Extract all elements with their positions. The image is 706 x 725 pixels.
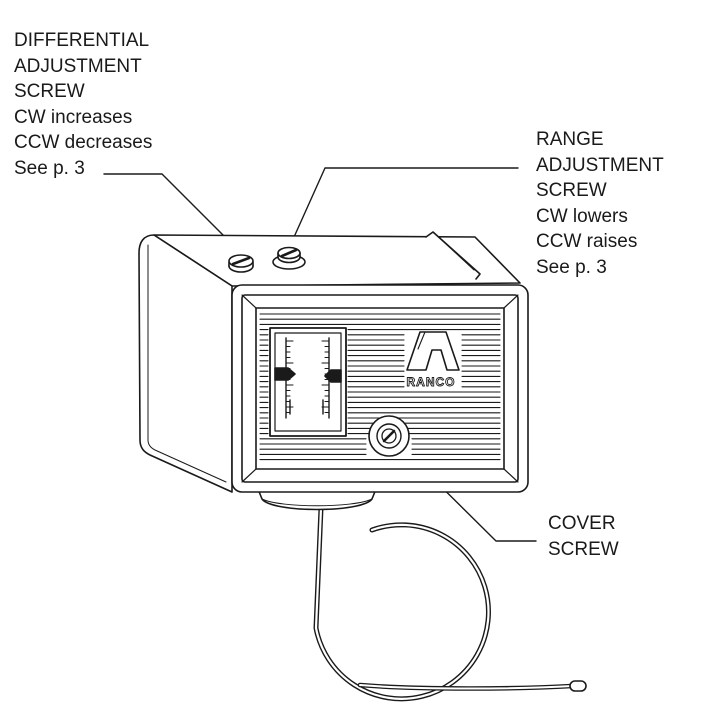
callout-line: See p. 3	[536, 256, 607, 278]
range-leader-line	[289, 167, 519, 247]
capillary-tube	[313, 505, 587, 702]
range-pointer	[274, 367, 296, 381]
callout-line: CCW decreases	[14, 132, 153, 153]
callout-line: SCREW	[536, 180, 607, 201]
callout-line: SCREW	[14, 81, 85, 102]
range-adjustment-callout: RANGE ADJUSTMENT SCREW CW lowers CCW rai…	[536, 127, 664, 280]
top-rail	[425, 231, 481, 280]
ranco-logo: RANCO	[406, 331, 460, 389]
callout-line: CW increases	[14, 106, 133, 128]
range-adjustment-screw[interactable]	[272, 246, 306, 270]
callout-line: ADJUSTMENT	[536, 154, 664, 176]
brand-label: RANCO	[407, 375, 456, 389]
callout-line: RANGE	[536, 129, 604, 150]
sensor-bulb	[569, 680, 587, 692]
differential-adjustment-callout: DIFFERENTIAL ADJUSTMENT SCREW CW increas…	[14, 28, 152, 181]
differential-leader-line	[103, 173, 235, 247]
cover-screw-callout: COVER SCREW	[548, 511, 619, 562]
callout-line: CW lowers	[536, 205, 628, 227]
callout-line: SCREW	[548, 538, 619, 560]
callout-line: COVER	[548, 513, 616, 534]
housing-side-face	[138, 234, 233, 493]
callout-line: DIFFERENTIAL	[14, 30, 150, 51]
differential-adjustment-screw[interactable]	[228, 254, 254, 273]
callout-line: CCW raises	[536, 231, 638, 252]
differential-pointer	[324, 369, 342, 383]
callout-line: See p. 3	[14, 157, 85, 179]
cover-screw[interactable]	[368, 415, 410, 457]
scale-window	[269, 327, 347, 437]
callout-line: ADJUSTMENT	[14, 55, 142, 77]
